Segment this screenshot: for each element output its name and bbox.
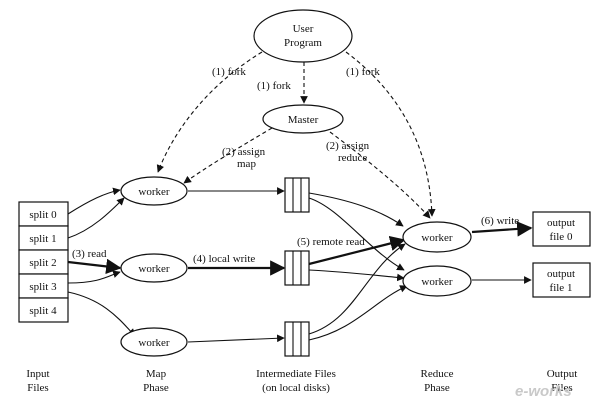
local-write-label: (4) local write (193, 253, 255, 265)
map-worker-3: worker (120, 327, 188, 357)
caption-map-line2: Phase (143, 382, 169, 394)
caption-output-line1: Output (547, 368, 578, 380)
split2-read-edge (67, 258, 122, 275)
fork-edge-right (345, 51, 436, 217)
output-file-0-line2: file 0 (550, 231, 573, 243)
remote-read-label: (5) remote read (297, 236, 365, 248)
split-2: split 2 (29, 257, 56, 269)
user-program-label-line2: Program (284, 37, 322, 49)
assign-map-label-line2: map (237, 158, 256, 170)
split1-to-worker (67, 197, 125, 239)
master-label: Master (288, 114, 319, 126)
map-worker-2-label: worker (138, 263, 169, 275)
assign-reduce-label-line2: reduce (338, 152, 367, 164)
split0-to-worker (67, 187, 121, 215)
reduce-worker-2: worker (402, 265, 472, 297)
caption-reduce-line1: Reduce (421, 368, 454, 380)
input-splits: split 0 split 1 split 2 split 3 split 4 (18, 201, 69, 323)
intermediate-file-1 (284, 177, 310, 213)
output-file-0-line1: output (547, 217, 575, 229)
watermark-logo: e-works (515, 383, 572, 400)
assign-map-label-line1: (2) assign (222, 146, 266, 158)
file1-to-reducer2 (308, 197, 405, 271)
split-3: split 3 (29, 281, 57, 293)
file2-to-reducer2 (308, 269, 405, 282)
map-worker-1-label: worker (138, 186, 169, 198)
output-file-0: output file 0 (532, 211, 591, 247)
file3-to-reducer1 (308, 243, 406, 335)
worker3-to-file (187, 334, 285, 343)
write-label: (6) write (481, 215, 519, 227)
file1-to-reducer1 (308, 192, 404, 227)
caption-input-line2: Files (27, 382, 48, 394)
reduce-worker-1: worker (402, 221, 472, 253)
assign-reduce-label-line1: (2) assign (326, 140, 370, 152)
user-program-label-line1: User (293, 23, 314, 35)
fork-left-label: (1) fork (212, 66, 246, 78)
caption-input-line1: Input (26, 368, 49, 380)
output-file-1-line1: output (547, 268, 575, 280)
remote-read-edge (308, 235, 406, 266)
intermediate-file-2 (284, 250, 310, 286)
split3-to-worker (67, 270, 121, 284)
caption-intermediate-line2: (on local disks) (262, 382, 330, 394)
map-worker-2: worker (120, 253, 188, 283)
map-worker-1: worker (120, 176, 188, 206)
split-0: split 0 (29, 209, 57, 221)
output-file-1-line2: file 1 (550, 282, 573, 294)
assign-reduce-edge (329, 131, 431, 219)
fork-edge-left (156, 51, 263, 173)
caption-map-line1: Map (146, 368, 167, 380)
caption-reduce-line2: Phase (424, 382, 450, 394)
master-node: Master (262, 104, 344, 134)
reduce-worker-2-label: worker (421, 276, 452, 288)
fork-right-label: (1) fork (346, 66, 380, 78)
split-1: split 1 (29, 233, 56, 245)
output-file-1: output file 1 (532, 262, 591, 298)
caption-output-line2: Files (551, 382, 572, 394)
split-4: split 4 (29, 305, 57, 317)
caption-intermediate-line1: Intermediate Files (256, 368, 336, 380)
split4-to-worker (67, 291, 136, 337)
reduce-worker-1-label: worker (421, 232, 452, 244)
read-label: (3) read (72, 248, 107, 260)
intermediate-file-3 (284, 321, 310, 357)
assign-map-edge (183, 127, 273, 184)
fork-center-label: (1) fork (257, 80, 291, 92)
map-worker-3-label: worker (138, 337, 169, 349)
user-program-node: User Program (253, 9, 353, 63)
write-edge (471, 221, 533, 237)
file3-to-reducer2 (308, 285, 408, 341)
